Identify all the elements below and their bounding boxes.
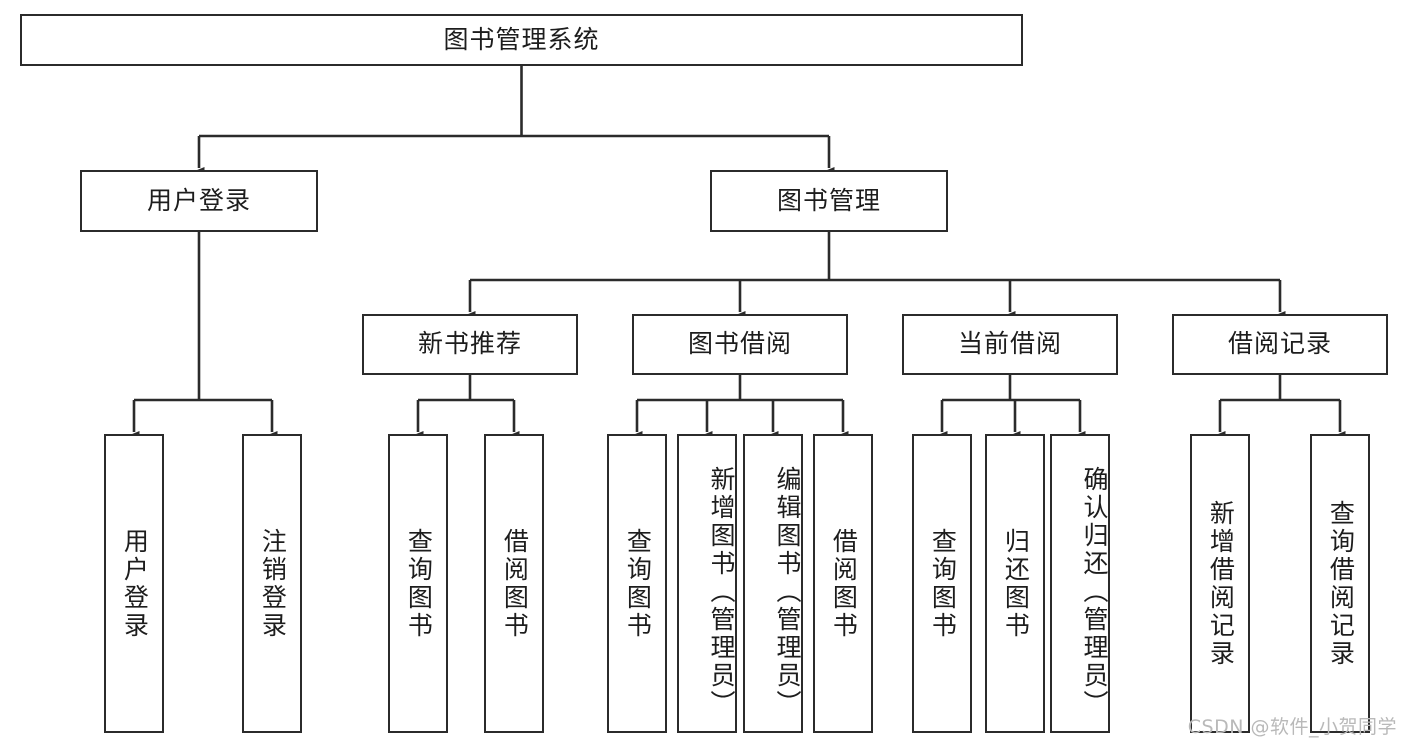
- node-leaf-return-book-label: 归还图书: [1001, 527, 1031, 640]
- node-leaf-query-book-rec-label: 查询图书: [404, 527, 434, 640]
- node-leaf-add-record-label: 新增借阅记录: [1206, 499, 1236, 668]
- node-leaf-borrow-book-label: 借阅图书: [829, 527, 859, 640]
- node-book-manage[interactable]: 图书管理: [710, 170, 948, 232]
- node-leaf-query-book-borrow-label: 查询图书: [623, 527, 653, 640]
- node-borrow-record[interactable]: 借阅记录: [1172, 314, 1388, 375]
- node-root[interactable]: 图书管理系统: [20, 14, 1023, 66]
- node-current-borrow[interactable]: 当前借阅: [902, 314, 1118, 375]
- node-book-borrow[interactable]: 图书借阅: [632, 314, 848, 375]
- node-leaf-borrow-book-rec[interactable]: 借阅图书: [484, 434, 544, 733]
- node-leaf-add-book-label: 新增图书（管理员）: [707, 465, 736, 718]
- node-leaf-add-record[interactable]: 新增借阅记录: [1190, 434, 1250, 733]
- node-leaf-return-book[interactable]: 归还图书: [985, 434, 1045, 733]
- node-leaf-borrow-book[interactable]: 借阅图书: [813, 434, 873, 733]
- node-leaf-user-login[interactable]: 用户登录: [104, 434, 164, 733]
- node-leaf-query-book-borrow[interactable]: 查询图书: [607, 434, 667, 733]
- node-leaf-query-book-cur[interactable]: 查询图书: [912, 434, 972, 733]
- node-leaf-query-record-label: 查询借阅记录: [1326, 499, 1356, 668]
- node-root-label: 图书管理系统: [443, 24, 600, 54]
- node-leaf-add-book[interactable]: 新增图书（管理员）: [677, 434, 737, 733]
- node-leaf-user-logout[interactable]: 注销登录: [242, 434, 302, 733]
- node-leaf-edit-book[interactable]: 编辑图书（管理员）: [743, 434, 803, 733]
- node-leaf-confirm-return[interactable]: 确认归还（管理员）: [1050, 434, 1110, 733]
- node-user-login-label: 用户登录: [146, 185, 251, 215]
- node-leaf-edit-book-label: 编辑图书（管理员）: [773, 465, 802, 718]
- node-new-book-rec-label: 新书推荐: [417, 329, 522, 359]
- node-new-book-rec[interactable]: 新书推荐: [362, 314, 578, 375]
- node-leaf-query-book-cur-label: 查询图书: [928, 527, 958, 640]
- node-leaf-query-book-rec[interactable]: 查询图书: [388, 434, 448, 733]
- node-leaf-query-record[interactable]: 查询借阅记录: [1310, 434, 1370, 733]
- node-borrow-record-label: 借阅记录: [1227, 329, 1332, 359]
- node-book-manage-label: 图书管理: [776, 185, 881, 215]
- node-leaf-user-login-label: 用户登录: [120, 527, 150, 640]
- node-leaf-user-logout-label: 注销登录: [258, 527, 288, 640]
- node-leaf-confirm-return-label: 确认归还（管理员）: [1080, 465, 1109, 718]
- node-book-borrow-label: 图书借阅: [687, 329, 792, 359]
- node-user-login[interactable]: 用户登录: [80, 170, 318, 232]
- node-current-borrow-label: 当前借阅: [957, 329, 1062, 359]
- node-leaf-borrow-book-rec-label: 借阅图书: [500, 527, 530, 640]
- watermark-text: CSDN @软件_小贺同学: [1187, 716, 1397, 738]
